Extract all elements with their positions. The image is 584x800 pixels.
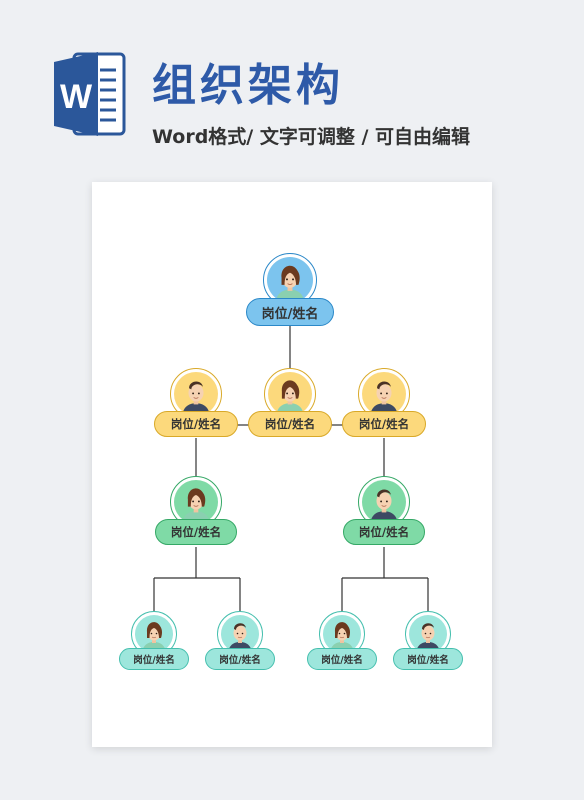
org-node-label[interactable]: 岗位/姓名 [307,648,377,670]
word-document-icon: W [54,52,126,136]
org-node-label[interactable]: 岗位/姓名 [154,411,238,437]
org-node-label[interactable]: 岗位/姓名 [248,411,332,437]
org-node-label[interactable]: 岗位/姓名 [246,298,334,326]
org-node-label[interactable]: 岗位/姓名 [205,648,275,670]
org-node-label[interactable]: 岗位/姓名 [155,519,237,545]
org-node-label[interactable]: 岗位/姓名 [393,648,463,670]
org-node-label[interactable]: 岗位/姓名 [342,411,426,437]
document-page: 岗位/姓名岗位/姓名岗位/姓名岗位/姓名岗位/姓名岗位/姓名岗位/姓名岗位/姓名… [92,182,492,747]
org-node-label[interactable]: 岗位/姓名 [343,519,425,545]
page-subtitle: Word格式/ 文字可调整 / 可自由编辑 [152,126,471,148]
word-logo-letter: W [60,78,93,116]
page-title: 组织架构 [152,60,344,111]
org-node-label[interactable]: 岗位/姓名 [119,648,189,670]
